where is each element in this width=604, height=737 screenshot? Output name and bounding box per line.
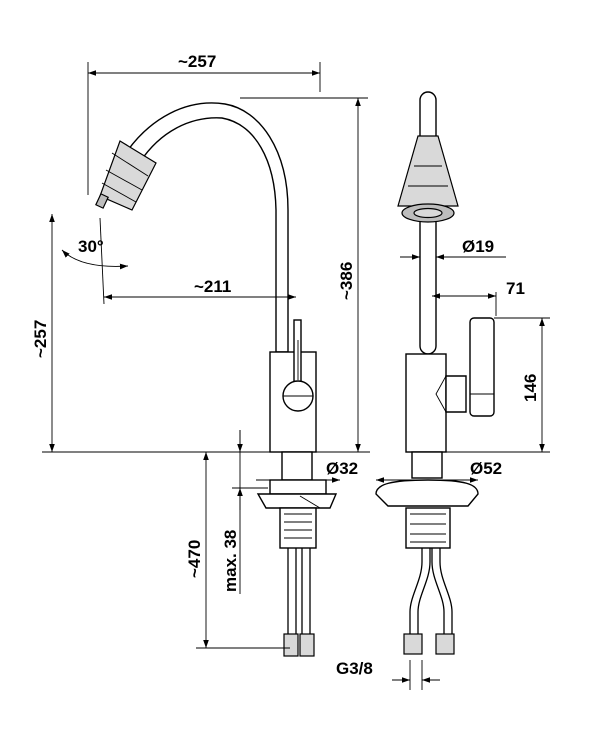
dim-width-total: ~257: [178, 52, 216, 71]
dim-shank-length: ~470: [185, 540, 204, 578]
dim-tilt-angle: 30°: [78, 237, 104, 256]
connector-right: [299, 633, 315, 657]
front-shank: [405, 507, 451, 549]
side-view: ~257 ~386 ~257 30° ~211 ~470 max. 38 Ø32: [31, 52, 370, 657]
dim-base-diameter: Ø32: [326, 459, 358, 478]
front-view: Ø19 71 146 Ø52 G3/8: [336, 91, 550, 690]
dim-height-total: ~386: [337, 262, 356, 300]
front-connector-left: [403, 633, 423, 655]
hose-right: [431, 548, 445, 636]
dim-lever-height: 146: [521, 374, 540, 402]
dim-connection-thread: G3/8: [336, 659, 373, 678]
dim-spout-reach: ~211: [194, 277, 231, 296]
dim-max-thickness: max. 38: [221, 530, 240, 592]
hose-left: [409, 548, 423, 636]
spray-nozzle: [95, 193, 109, 209]
lever-handle: [469, 317, 495, 417]
spray-head: [99, 140, 157, 211]
dim-hose-diameter: Ø19: [462, 237, 494, 256]
connector-left: [283, 633, 299, 657]
base-ring: [281, 451, 313, 481]
spout-curve: [127, 102, 289, 353]
spout-tube: [419, 91, 437, 355]
front-connector-right: [435, 633, 455, 655]
front-spray-head: [397, 135, 459, 207]
front-body: [405, 353, 447, 453]
dim-spout-height: ~257: [31, 320, 50, 358]
front-flange: [375, 479, 479, 507]
dim-flange-diameter: Ø52: [470, 459, 502, 478]
dim-lever-length: 71: [506, 279, 525, 298]
shank: [279, 507, 317, 549]
